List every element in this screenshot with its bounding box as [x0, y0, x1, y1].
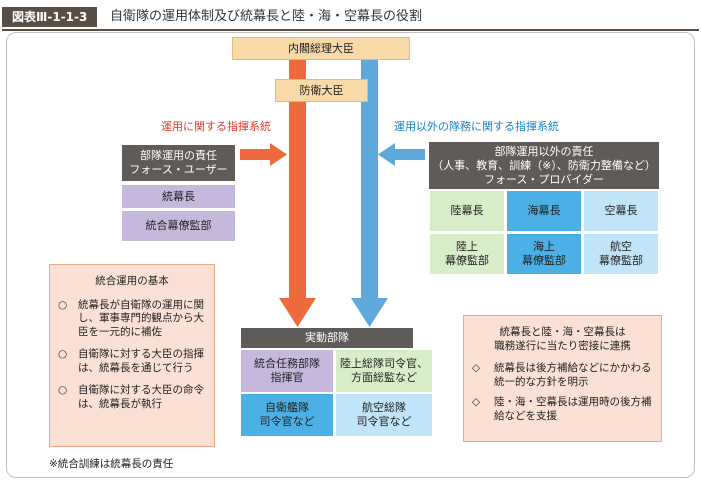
other-chain-line — [361, 60, 378, 300]
operation-chain-line — [289, 60, 306, 300]
asdf-chief-box: 空幕長 — [584, 191, 658, 231]
note-left-item: ○ 統幕長が自衛隊の運用に関し、軍事専門的観点から大臣を一元的に補佐 — [58, 299, 206, 340]
note-right-item: ◇ 統幕長は後方補給などにかかわる統一的な方針を明示 — [472, 361, 653, 389]
force-provider-arrow-shaft — [393, 149, 425, 160]
diamond-bullet-icon: ◇ — [472, 396, 481, 408]
note-left-item: ○ 自衛隊に対する大臣の指揮は、統幕長を通じて行う — [58, 348, 206, 375]
other-chain-arrowhead — [351, 298, 388, 327]
footnote: ※統合訓練は統幕長の責任 — [49, 458, 174, 470]
defense-minister-box: 防衛大臣 — [275, 79, 368, 102]
operation-chain-label: 運用に関する指揮系統 — [161, 120, 271, 133]
note-left-item-text: 統幕長が自衛隊の運用に関し、軍事専門的観点から大臣を一元的に補佐 — [78, 298, 204, 338]
chiefs-cooperation-note: 統幕長と陸・海・空幕長は 職務遂行に当たり密接に連携 ◇ 統幕長は後方補給などに… — [463, 315, 662, 442]
circle-bullet-icon: ○ — [58, 384, 68, 396]
joint-task-force-box: 統合任務部隊 指揮官 — [241, 350, 333, 392]
note-right-item-text: 統幕長は後方補給などにかかわる統一的な方針を明示 — [494, 362, 652, 388]
note-left-item-text: 自衛隊に対する大臣の命令は、統幕長が執行 — [78, 384, 204, 410]
force-user-heading: 部隊運用の責任 フォース・ユーザー — [122, 145, 235, 181]
asdf-staff-office-box: 航空 幕僚監部 — [584, 234, 658, 274]
title-divider — [2, 29, 699, 31]
note-left-item: ○ 自衛隊に対する大臣の命令は、統幕長が執行 — [58, 384, 206, 411]
other-chain-label: 運用以外の隊務に関する指揮系統 — [394, 120, 559, 133]
note-left-title: 統合運用の基本 — [95, 275, 169, 287]
force-provider-heading: 部隊運用以外の責任 （人事、教育、訓練（※）、防衛力整備など） フォース・プロバ… — [429, 142, 659, 189]
note-right-item: ◇ 陸・海・空幕長は運用時の後方補給などを支援 — [472, 395, 653, 423]
figure-title: 自衛隊の運用体制及び統幕長と陸・海・空幕長の役割 — [110, 9, 423, 24]
self-defense-fleet-box: 自衛艦隊 司令官など — [241, 394, 333, 436]
circle-bullet-icon: ○ — [58, 298, 68, 311]
force-user-arrowhead — [270, 143, 287, 166]
operation-chain-arrowhead — [279, 298, 316, 327]
diamond-bullet-icon: ◇ — [472, 362, 481, 374]
force-provider-arrowhead — [378, 143, 395, 166]
title-bar: 図表Ⅲ-1-1-3 自衛隊の運用体制及び統幕長と陸・海・空幕長の役割 — [0, 4, 701, 31]
gsdf-chief-box: 陸幕長 — [430, 191, 504, 231]
note-right-item-text: 陸・海・空幕長は運用時の後方補給などを支援 — [494, 396, 652, 422]
gsdf-staff-office-box: 陸上 幕僚監部 — [430, 234, 504, 274]
operational-units-heading: 実動部隊 — [241, 328, 413, 348]
force-user-arrow-shaft — [240, 149, 272, 160]
ground-component-box: 陸上総隊司令官、 方面総監など — [336, 350, 432, 392]
chief-joint-staff-box: 統幕長 — [122, 185, 235, 208]
msdf-staff-office-box: 海上 幕僚監部 — [507, 234, 581, 274]
circle-bullet-icon: ○ — [58, 348, 68, 360]
joint-operation-basics-note: 統合運用の基本 ○ 統幕長が自衛隊の運用に関し、軍事専門的観点から大臣を一元的に… — [49, 264, 215, 447]
note-left-item-text: 自衛隊に対する大臣の指揮は、統幕長を通じて行う — [78, 348, 204, 374]
prime-minister-box: 内閣総理大臣 — [232, 37, 410, 60]
air-defense-command-box: 航空総隊 司令官など — [336, 394, 432, 436]
joint-staff-office-box: 統合幕僚監部 — [122, 211, 235, 241]
msdf-chief-box: 海幕長 — [507, 191, 581, 231]
figure-number: 図表Ⅲ-1-1-3 — [2, 7, 98, 27]
note-right-title: 統幕長と陸・海・空幕長は 職務遂行に当たり密接に連携 — [494, 326, 631, 352]
